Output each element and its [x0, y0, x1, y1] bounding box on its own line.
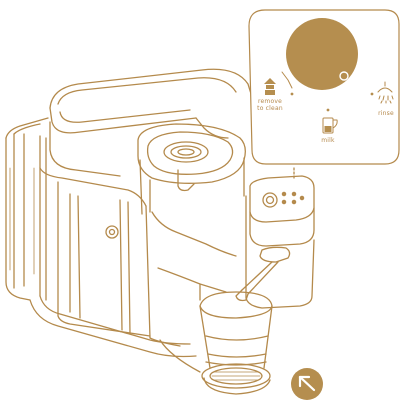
milk-module [236, 168, 314, 308]
capsule-chamber [138, 124, 245, 214]
machine-body [30, 69, 256, 356]
remove-label-line2: to clean [257, 105, 283, 112]
glass-and-tray [160, 292, 272, 394]
rinse-label: rinse [375, 110, 397, 117]
remove-label-line1: remove [258, 98, 282, 105]
arrow-up-left-icon [291, 368, 323, 400]
remove-to-clean-label: remove to clean [250, 98, 290, 112]
milk-label: milk [318, 137, 338, 144]
water-tank [6, 118, 48, 300]
